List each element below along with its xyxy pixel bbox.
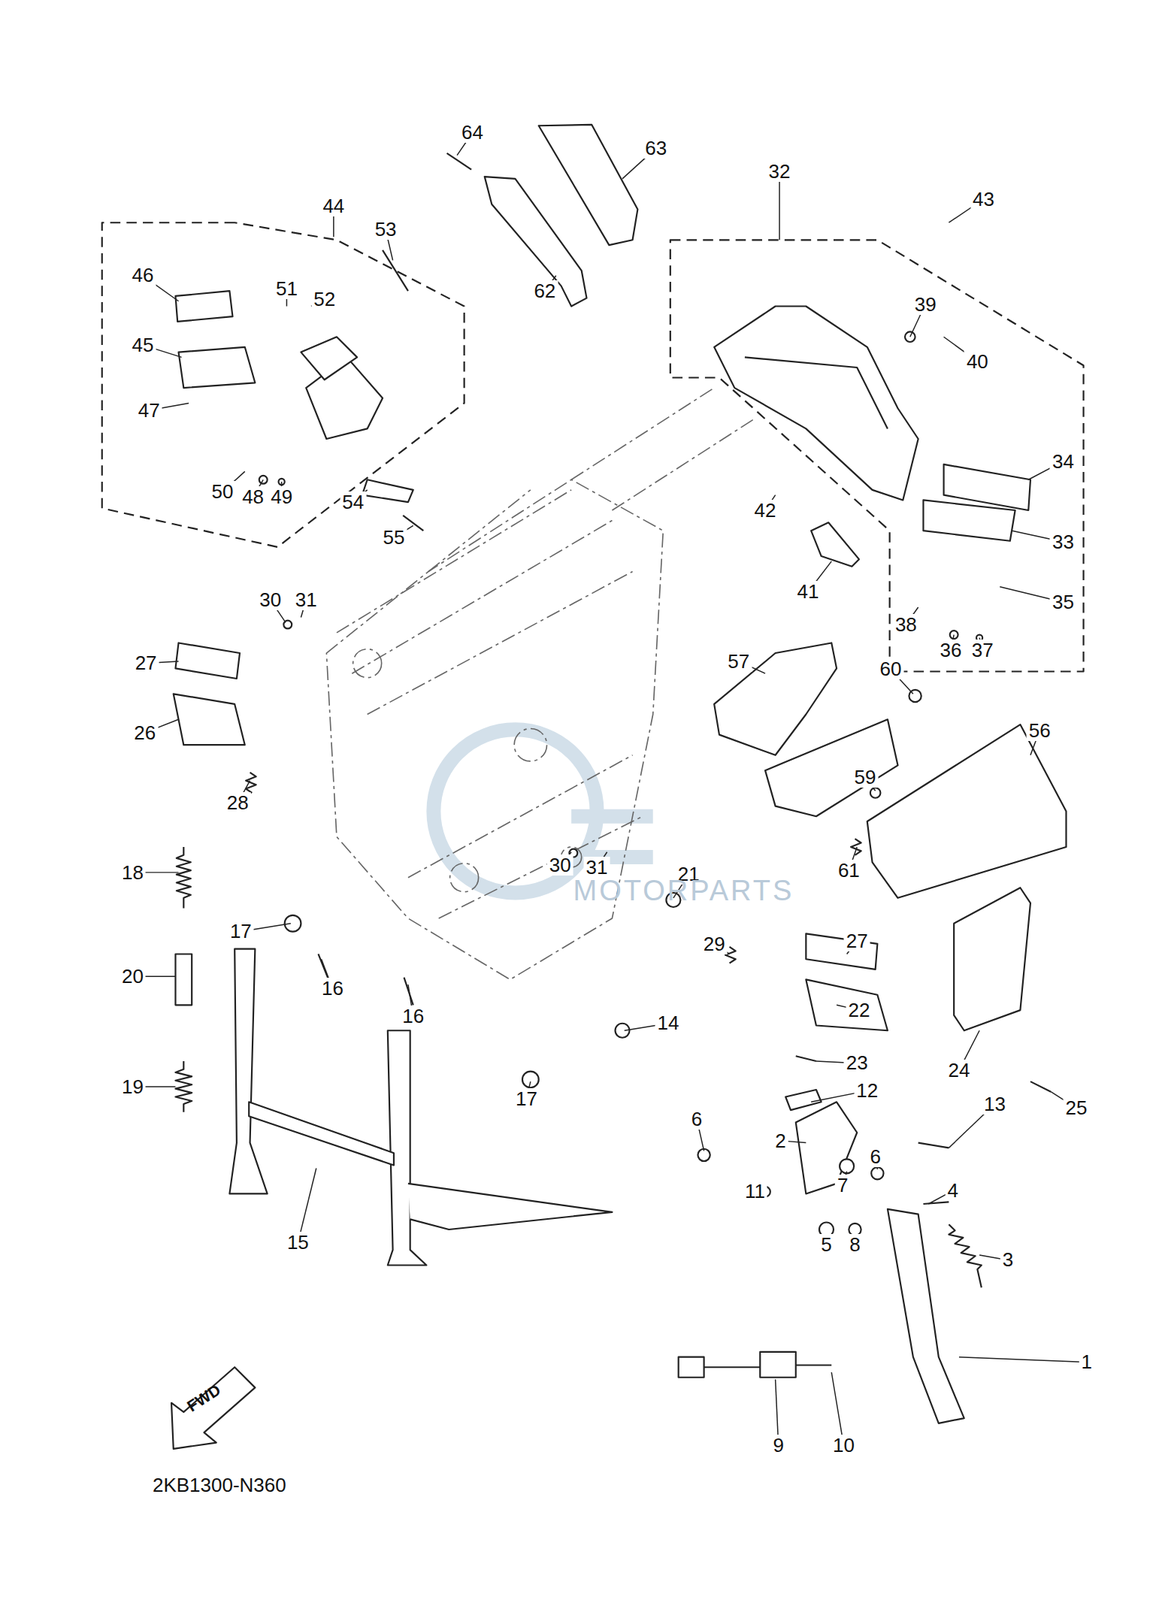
callout-number: 46 [130, 264, 157, 286]
callout-number: 56 [1026, 720, 1054, 742]
callout-number: 33 [1050, 531, 1077, 553]
callout-number: 48 [239, 486, 267, 508]
callout-number: 13 [981, 1093, 1008, 1115]
callout-number: 1 [1078, 1351, 1094, 1373]
callout-number: 6 [867, 1146, 883, 1168]
callout-number: 40 [964, 351, 991, 373]
callout-number: 41 [795, 581, 822, 603]
callout-number: 53 [372, 218, 400, 240]
callout-number: 63 [642, 137, 669, 159]
callout-number: 17 [513, 1088, 540, 1110]
callout-number: 2 [772, 1130, 788, 1152]
callout-number: 60 [877, 658, 905, 680]
callout-number: 62 [531, 280, 558, 302]
diagram-code: 2KB1300-N360 [150, 1474, 289, 1496]
callout-number: 57 [725, 650, 752, 672]
callout-number: 45 [130, 334, 157, 356]
fwd-arrow [171, 1367, 255, 1450]
callout-number: 51 [273, 278, 300, 300]
callout-number: 30 [257, 589, 284, 611]
callout-number: 47 [136, 399, 163, 421]
callout-number: 5 [818, 1234, 834, 1256]
callout-number: 19 [119, 1076, 146, 1098]
callout-number: 49 [268, 486, 295, 508]
callout-number: 28 [224, 792, 252, 814]
callout-number: 43 [970, 188, 997, 210]
callout-number: 34 [1050, 450, 1077, 473]
callout-number: 30 [547, 854, 574, 876]
callout-number: 14 [655, 1012, 682, 1034]
callout-number: 50 [208, 481, 236, 503]
callout-number: 15 [284, 1231, 312, 1253]
callout-number: 31 [293, 589, 320, 611]
springs [175, 772, 981, 1288]
callout-number: 27 [133, 652, 160, 674]
callout-number: 32 [766, 160, 793, 182]
callout-number: 16 [319, 977, 346, 999]
callout-number: 6 [689, 1108, 705, 1130]
group-outlines [102, 222, 1084, 672]
callout-number: 23 [844, 1052, 871, 1074]
callout-number: 12 [853, 1080, 881, 1102]
callout-number: 3 [1000, 1249, 1016, 1271]
callout-number: 10 [830, 1434, 857, 1456]
callout-number: 22 [845, 999, 872, 1021]
callout-number: 64 [459, 121, 486, 143]
callout-number: 35 [1050, 591, 1077, 613]
callout-number: 27 [844, 930, 871, 952]
parts [173, 124, 1067, 1424]
callout-number: 54 [339, 491, 367, 513]
callout-number: 25 [1063, 1097, 1090, 1119]
callout-number: 52 [311, 288, 338, 310]
callout-number: 17 [227, 920, 255, 942]
leader-line [959, 1357, 1087, 1363]
callout-number: 39 [912, 293, 939, 315]
callout-number: 11 [742, 1180, 768, 1202]
callout-number: 26 [131, 722, 158, 744]
callout-number: 18 [119, 862, 146, 884]
callout-number: 7 [835, 1174, 851, 1196]
watermark: MOTORPARTS [570, 875, 796, 906]
callout-number: 20 [119, 965, 146, 987]
small-hardware [259, 331, 1051, 1237]
callout-number: 9 [770, 1434, 786, 1456]
callout-number: 16 [399, 1005, 427, 1027]
callout-number: 24 [945, 1059, 972, 1081]
callout-number: 8 [847, 1234, 863, 1256]
watermark-logo [433, 729, 654, 893]
callout-number: 36 [938, 639, 965, 661]
callout-number: 59 [852, 766, 879, 788]
callout-number: 55 [380, 526, 407, 548]
callout-number: 44 [320, 195, 347, 217]
callout-number: 42 [752, 499, 779, 521]
leader-lines [132, 133, 1087, 1447]
callout-number: 29 [701, 933, 728, 955]
callout-number: 38 [892, 614, 920, 636]
callout-number: 61 [835, 859, 863, 881]
callout-number: 31 [584, 856, 611, 878]
callout-number: 4 [945, 1180, 961, 1202]
callout-number: 37 [969, 639, 996, 661]
